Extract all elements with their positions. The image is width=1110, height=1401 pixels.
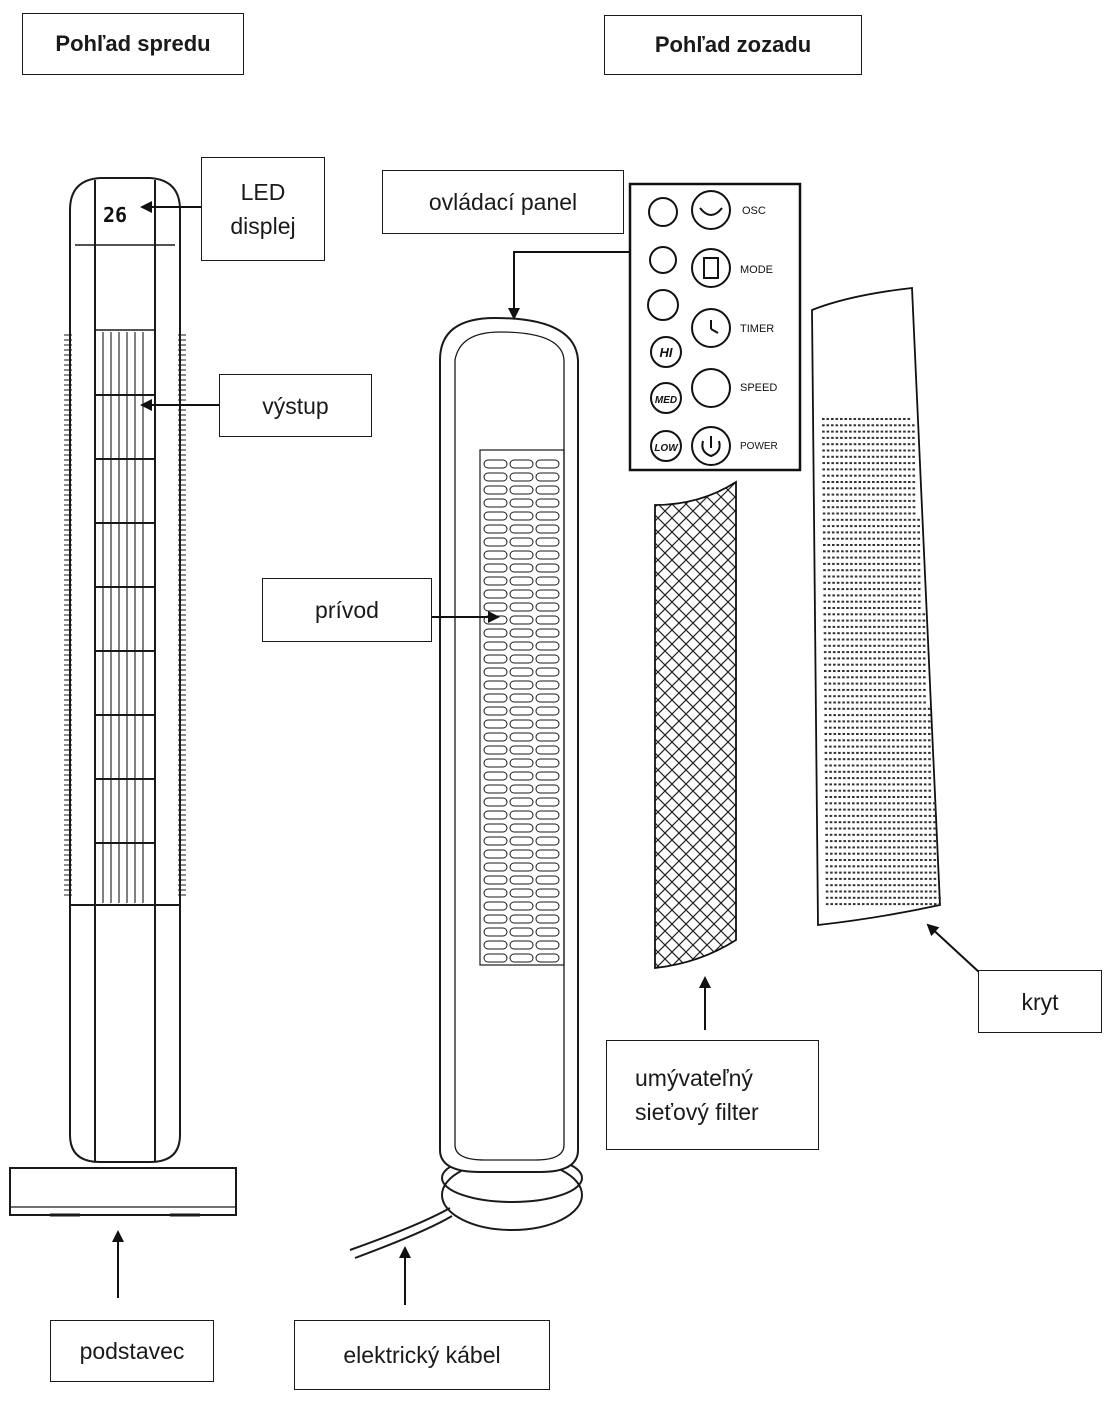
inlet-label: prívod bbox=[262, 578, 432, 642]
outlet-label: výstup bbox=[219, 374, 372, 437]
control-panel-graphic: OSC MODE TIMER SPEED POWER HI MED LOW bbox=[628, 182, 802, 472]
led-display-label: LED displej bbox=[201, 157, 325, 261]
panel-power-label: POWER bbox=[740, 441, 778, 452]
panel-mode-label: MODE bbox=[740, 264, 773, 276]
rear-tower bbox=[349, 316, 583, 1259]
cover-label: kryt bbox=[978, 970, 1102, 1033]
filter-label-line1: umývateľný bbox=[635, 1065, 753, 1091]
led-display-readout: 26 bbox=[103, 203, 127, 227]
power-cable-label: elektrický kábel bbox=[294, 1320, 550, 1390]
base-label: podstavec bbox=[50, 1320, 214, 1382]
front-view-heading: Pohľad spredu bbox=[22, 13, 244, 75]
panel-low-label: LOW bbox=[654, 443, 679, 454]
cover-graphic bbox=[811, 286, 941, 927]
led-display-label-line1: LED bbox=[240, 179, 286, 205]
panel-speed-label: SPEED bbox=[740, 382, 777, 394]
control-panel-label: ovládací panel bbox=[382, 170, 624, 234]
panel-timer-label: TIMER bbox=[740, 323, 774, 335]
led-display-label-line2: displej bbox=[230, 213, 296, 239]
filter-label: umývateľný sieťový filter bbox=[606, 1040, 819, 1150]
mesh-filter-graphic bbox=[654, 480, 737, 970]
filter-label-line2: sieťový filter bbox=[635, 1099, 759, 1125]
panel-hi-label: HI bbox=[660, 345, 673, 360]
panel-osc-label: OSC bbox=[742, 205, 766, 217]
rear-view-heading: Pohľad zozadu bbox=[604, 15, 862, 75]
leader-arrows bbox=[112, 201, 981, 1305]
panel-med-label: MED bbox=[655, 395, 677, 406]
front-tower bbox=[9, 177, 237, 1217]
